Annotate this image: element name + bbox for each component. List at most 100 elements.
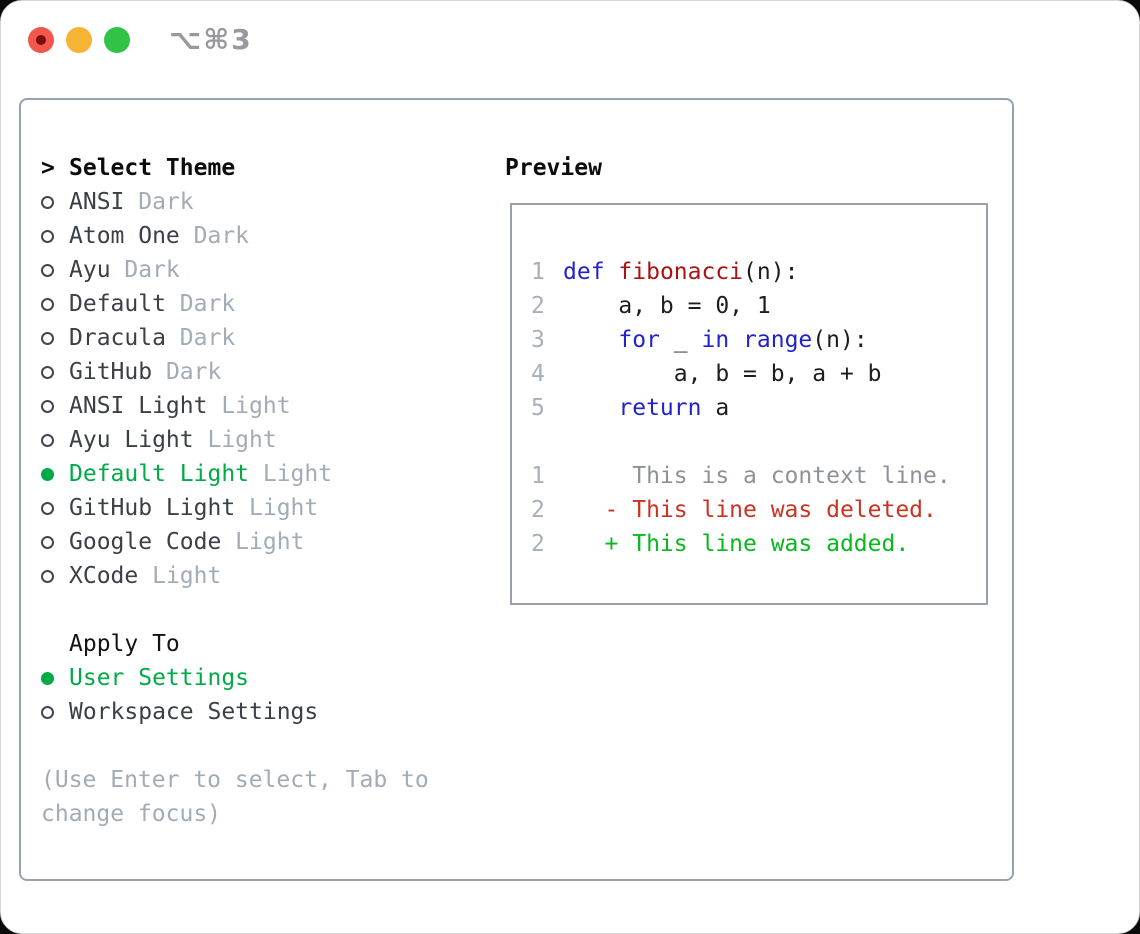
radio-dot xyxy=(41,229,54,243)
radio-dot xyxy=(41,263,54,277)
theme-option[interactable]: Atom One Dark xyxy=(41,219,491,253)
radio-unselected-icon xyxy=(41,229,69,243)
theme-label: ANSI xyxy=(69,189,125,215)
code-line xyxy=(531,425,986,459)
preview-heading: Preview xyxy=(505,155,602,181)
line-number: 5 xyxy=(531,395,545,421)
radio-unselected-icon xyxy=(41,365,69,379)
close-button[interactable] xyxy=(28,27,54,53)
theme-label: ANSI Light xyxy=(69,393,208,419)
line-number: 2 xyxy=(531,293,545,319)
line-number: 3 xyxy=(531,327,545,353)
radio-unselected-icon xyxy=(41,569,69,583)
theme-option[interactable]: GitHub Dark xyxy=(41,355,491,389)
radio-dot xyxy=(41,331,54,345)
line-number: 2 xyxy=(531,531,545,557)
apply-target-label: User Settings xyxy=(69,665,250,691)
radio-unselected-icon xyxy=(41,331,69,345)
code-line: 5 return a xyxy=(531,391,986,425)
radio-dot xyxy=(41,569,54,583)
radio-selected-icon xyxy=(41,467,69,481)
radio-dot xyxy=(41,195,54,209)
code-segment: (n): xyxy=(743,259,799,285)
code-line: 4 a, b = b, a + b xyxy=(531,357,986,391)
code-segment: (n): xyxy=(812,327,868,353)
theme-variant-label: Dark xyxy=(124,189,194,215)
code-line: 2 + This line was added. xyxy=(531,527,986,561)
theme-option[interactable]: Ayu Dark xyxy=(41,253,491,287)
apply-target-option[interactable]: Workspace Settings xyxy=(41,695,491,729)
code-segment: a, b = 0, 1 xyxy=(563,293,771,319)
theme-label: Dracula xyxy=(69,325,166,351)
line-number: 2 xyxy=(531,497,545,523)
theme-label: GitHub xyxy=(69,359,153,385)
theme-label: XCode xyxy=(69,563,139,589)
theme-label: Atom One xyxy=(69,223,180,249)
theme-variant-label: Dark xyxy=(165,325,236,351)
theme-variant-label: Light xyxy=(138,563,222,589)
code-segment: def xyxy=(563,259,605,285)
radio-unselected-icon xyxy=(41,433,69,447)
apply-target-option[interactable]: User Settings xyxy=(41,661,491,695)
code-segment: - This line was deleted. xyxy=(563,497,937,523)
code-line: 2 - This line was deleted. xyxy=(531,493,986,527)
zoom-button[interactable] xyxy=(104,27,130,53)
titlebar: ⌥⌘3 xyxy=(1,1,1139,81)
hint-line-2: change focus) xyxy=(41,801,222,827)
radio-dot xyxy=(41,535,54,549)
theme-option[interactable]: GitHub Light Light xyxy=(41,491,491,525)
select-theme-heading-label: Select Theme xyxy=(69,155,236,181)
radio-unselected-icon xyxy=(41,399,69,413)
theme-label: Ayu Light xyxy=(69,427,194,453)
theme-option[interactable]: Default Light Light xyxy=(41,457,491,491)
theme-label: Default xyxy=(69,291,166,317)
theme-variant-label: Light xyxy=(235,495,319,521)
theme-option[interactable]: Google Code Light xyxy=(41,525,491,559)
theme-variant-label: Dark xyxy=(165,291,236,317)
radio-dot xyxy=(41,671,54,685)
radio-dot xyxy=(41,297,54,311)
code-segment: return xyxy=(618,395,702,421)
theme-option[interactable]: ANSI Dark xyxy=(41,185,491,219)
theme-option[interactable]: Default Dark xyxy=(41,287,491,321)
line-number: 4 xyxy=(531,361,545,387)
spacer xyxy=(41,593,491,627)
radio-unselected-icon xyxy=(41,705,69,719)
radio-dot xyxy=(41,433,54,447)
code-line: 2 a, b = 0, 1 xyxy=(531,289,986,323)
radio-unselected-icon xyxy=(41,501,69,515)
radio-unselected-icon xyxy=(41,263,69,277)
theme-option[interactable]: Ayu Light Light xyxy=(41,423,491,457)
radio-dot xyxy=(41,399,54,413)
apply-target-label: Workspace Settings xyxy=(69,699,319,725)
spacer xyxy=(41,729,491,763)
minimize-button[interactable] xyxy=(66,27,92,53)
code-segment: a xyxy=(701,395,730,421)
theme-label: Ayu xyxy=(69,257,111,283)
code-line: 3 for _ in range(n): xyxy=(531,323,986,357)
radio-selected-icon xyxy=(41,671,69,685)
radio-dot xyxy=(41,705,54,719)
theme-variant-label: Light xyxy=(249,461,333,487)
code-segment: in xyxy=(701,327,730,353)
code-segment xyxy=(563,395,618,421)
code-segment: This is a context line. xyxy=(563,463,951,489)
hint-line-1: (Use Enter to select, Tab to xyxy=(41,767,429,793)
apply-to-heading: Apply To xyxy=(41,627,491,661)
theme-variant-label: Light xyxy=(207,393,291,419)
theme-label: Google Code xyxy=(69,529,222,555)
theme-option[interactable]: XCode Light xyxy=(41,559,491,593)
theme-option[interactable]: Dracula Dark xyxy=(41,321,491,355)
theme-variant-label: Dark xyxy=(110,257,180,283)
theme-option[interactable]: ANSI Light Light xyxy=(41,389,491,423)
code-segment xyxy=(729,327,743,353)
radio-dot xyxy=(41,501,54,515)
theme-variant-label: Dark xyxy=(152,359,222,385)
window-shortcut-label: ⌥⌘3 xyxy=(169,23,253,56)
theme-variant-label: Light xyxy=(221,529,305,555)
